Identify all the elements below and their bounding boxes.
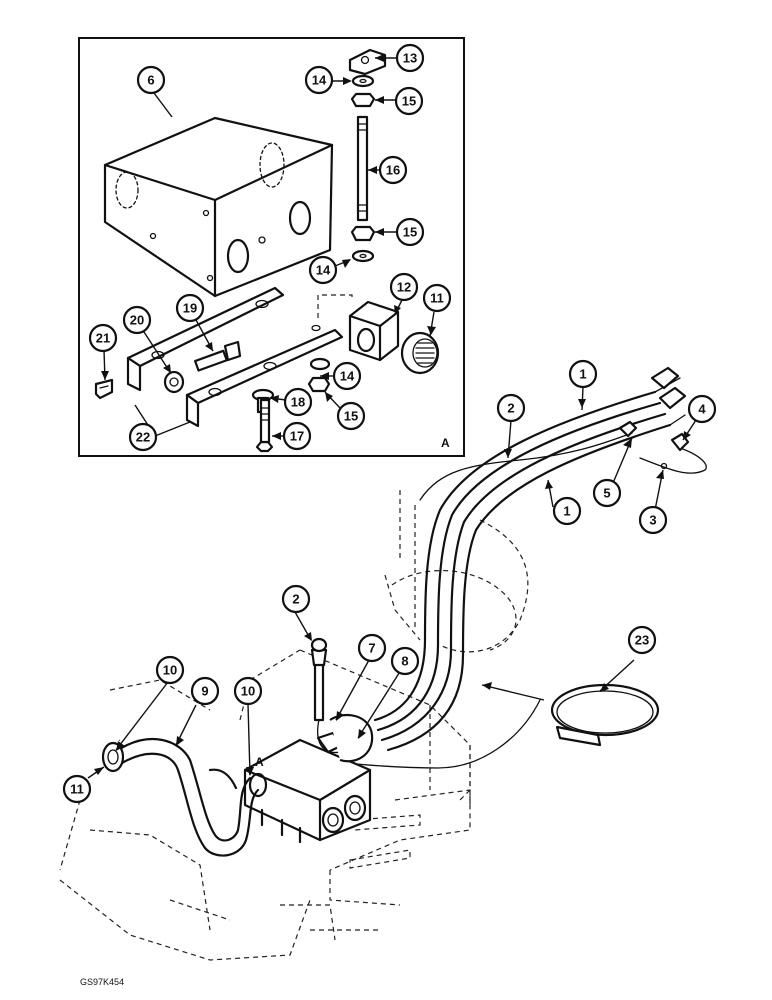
svg-text:8: 8 [401, 654, 408, 669]
callout-2: 2 [496, 393, 526, 423]
valve-block-installed [243, 637, 374, 844]
svg-text:11: 11 [430, 291, 444, 306]
svg-text:23: 23 [635, 633, 649, 648]
callout-10: 10 [155, 655, 185, 685]
svg-text:5: 5 [603, 486, 610, 501]
svg-text:2: 2 [292, 592, 299, 607]
svg-text:10: 10 [241, 684, 255, 699]
valve-block [103, 116, 334, 298]
svg-text:2: 2 [507, 401, 514, 416]
drawing-code: GS97K454 [80, 977, 124, 987]
svg-text:7: 7 [368, 641, 375, 656]
callout-21: 21 [88, 323, 118, 353]
callout-12: 12 [389, 272, 419, 302]
svg-text:16: 16 [386, 163, 400, 178]
callout-19: 19 [175, 293, 205, 323]
callout-15: 15 [395, 217, 425, 247]
callout-14: 14 [308, 255, 338, 285]
grommet-inset [400, 331, 440, 375]
svg-text:6: 6 [147, 73, 154, 88]
svg-text:14: 14 [316, 263, 331, 278]
svg-text:17: 17 [290, 429, 304, 444]
svg-text:21: 21 [96, 331, 110, 346]
callout-8: 8 [390, 646, 420, 676]
inset-frame [78, 37, 465, 457]
svg-text:22: 22 [136, 430, 150, 445]
cable-tie [481, 682, 660, 747]
leader-lines [87, 54, 697, 779]
machine-structure [59, 490, 529, 961]
callout-23: 23 [627, 625, 657, 655]
callout-17: 17 [282, 421, 312, 451]
callout-7: 7 [357, 633, 387, 663]
callout-20: 20 [122, 305, 152, 335]
callout-16: 16 [378, 155, 408, 185]
svg-text:18: 18 [291, 395, 305, 410]
callout-14: 14 [304, 65, 334, 95]
svg-text:19: 19 [183, 301, 197, 316]
callout-15: 15 [394, 86, 424, 116]
callout-11: 11 [62, 774, 92, 804]
callout-11: 11 [422, 283, 452, 313]
callout-15: 15 [336, 401, 366, 431]
callout-22: 22 [128, 422, 158, 452]
svg-text:15: 15 [403, 225, 417, 240]
svg-text:11: 11 [70, 782, 84, 797]
inset-view-letter: A [441, 436, 450, 450]
valve-view-letter: A [255, 755, 264, 769]
svg-text:1: 1 [579, 367, 586, 382]
callout-10: 10 [233, 676, 263, 706]
svg-text:13: 13 [403, 51, 417, 66]
callout-5: 5 [592, 478, 622, 508]
return-hose [101, 738, 260, 857]
callout-14: 14 [332, 361, 362, 391]
callout-18: 18 [283, 387, 313, 417]
svg-text:9: 9 [201, 684, 208, 699]
callout-2: 2 [281, 584, 311, 614]
svg-text:1: 1 [563, 504, 570, 519]
svg-text:20: 20 [130, 313, 144, 328]
hydraulic-hoses [317, 366, 707, 769]
stud-assembly [348, 48, 387, 263]
callout-13: 13 [395, 43, 425, 73]
callout-6: 6 [136, 65, 166, 95]
svg-text:14: 14 [312, 73, 327, 88]
svg-text:10: 10 [163, 663, 177, 678]
callout-9: 9 [190, 676, 220, 706]
spacer-block [317, 294, 400, 362]
callout-3: 3 [638, 505, 668, 535]
svg-text:12: 12 [397, 280, 411, 295]
svg-text:15: 15 [402, 94, 416, 109]
svg-text:15: 15 [344, 409, 358, 424]
callout-1: 1 [552, 496, 582, 526]
callout-4: 4 [687, 394, 717, 424]
svg-text:14: 14 [340, 369, 355, 384]
svg-text:4: 4 [698, 402, 706, 417]
svg-text:3: 3 [649, 513, 656, 528]
mounting-brackets [94, 286, 344, 453]
callout-1: 1 [568, 359, 598, 389]
